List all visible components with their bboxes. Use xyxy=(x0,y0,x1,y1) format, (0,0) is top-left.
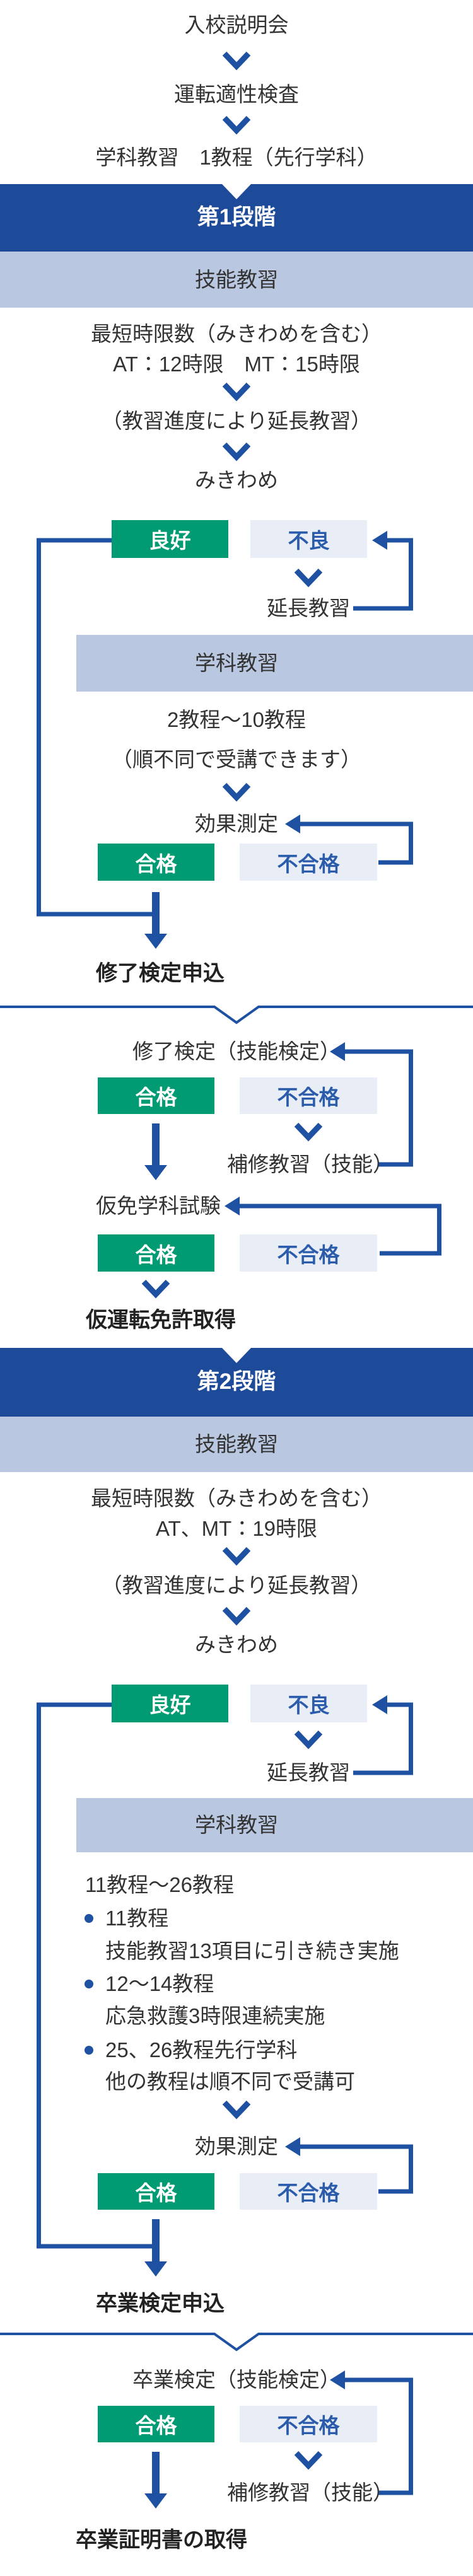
stage1-banner-label: 第1段階 xyxy=(197,205,276,229)
graduation-exam-apply-label: 卒業検定申込 xyxy=(96,2292,225,2316)
stage1-courses-line1: 2教程〜10教程 xyxy=(166,708,307,731)
down-arrow-stem xyxy=(152,2219,160,2261)
left-arrow-icon xyxy=(372,1695,387,1714)
bullet-icon xyxy=(85,2046,93,2055)
chevron-down-icon xyxy=(294,1122,323,1142)
stage2-skill-banner-label: 技能教習 xyxy=(195,1432,278,1456)
graduation-exam-pass-box: 合格 xyxy=(98,2406,214,2442)
step-aptitude-test: 運転適性検査 xyxy=(174,83,299,106)
chevron-down-icon xyxy=(222,1546,251,1566)
written-exam-title: 仮免学科試験 xyxy=(96,1194,221,1217)
stage1-pass-box: 合格 xyxy=(98,844,214,881)
left-arrow-icon xyxy=(372,531,387,550)
chevron-down-icon xyxy=(222,382,251,402)
stage2-extension-note: （教習進度により延長教習） xyxy=(101,1574,372,1597)
final-remedial-training-label: 補修教習（技能） xyxy=(227,2481,394,2504)
left-arrow-icon xyxy=(225,1197,240,1215)
step-entrance-briefing: 入校説明会 xyxy=(184,13,289,37)
chevron-down-icon xyxy=(294,2451,323,2470)
stage1-skill-banner-label: 技能教習 xyxy=(195,268,278,291)
stage2-effect-test-label: 効果測定 xyxy=(195,2135,278,2158)
stage2-pass-box: 合格 xyxy=(98,2173,214,2210)
bullet-2-desc: 応急救護3時限連続実施 xyxy=(105,2004,325,2028)
stage1-academic-banner-label: 学科教習 xyxy=(195,651,278,675)
written-exam-fail-box: 不合格 xyxy=(240,1234,377,1272)
down-arrow-stem xyxy=(152,2452,160,2495)
down-arrow-icon xyxy=(144,934,167,949)
stage2-academic-banner-label: 学科教習 xyxy=(195,1813,278,1836)
chevron-down-icon xyxy=(222,51,251,71)
down-arrow-stem xyxy=(152,892,160,934)
stage1-bad-box: 不良 xyxy=(250,520,367,558)
bullet-1-desc: 技能教習13項目に引き続き実施 xyxy=(105,1939,399,1963)
stage2-fail-box: 不合格 xyxy=(240,2173,377,2210)
down-arrow-icon xyxy=(144,2261,167,2277)
chevron-down-icon xyxy=(222,2100,251,2120)
stage2-courses-title: 11教程〜26教程 xyxy=(85,1873,234,1896)
step-first-lecture: 学科教習 1教程（先行学科） xyxy=(95,146,378,169)
provisional-license-label: 仮運転免許取得 xyxy=(86,1308,236,1332)
bullet-3-desc: 他の教程は順不同で受講可 xyxy=(105,2070,355,2093)
chevron-down-icon xyxy=(222,1606,251,1626)
stage1-effect-test-label: 効果測定 xyxy=(195,812,278,835)
completion-exam-pass-box: 合格 xyxy=(98,1077,214,1114)
down-arrow-stem xyxy=(152,1123,160,1166)
chevron-down-icon xyxy=(141,1279,170,1299)
stage1-hours-line2: AT：12時限 MT：15時限 xyxy=(113,352,360,376)
chevron-down-icon xyxy=(294,568,323,588)
stage2-extension-label: 延長教習 xyxy=(267,1761,350,1784)
completion-exam-apply-label: 修了検定申込 xyxy=(96,961,225,985)
remedial-training-label: 補修教習（技能） xyxy=(227,1152,394,1176)
stage2-good-box: 良好 xyxy=(112,1685,228,1722)
chevron-down-icon xyxy=(222,782,251,802)
stage1-hours-line1: 最短時限数（みきわめを含む） xyxy=(91,322,382,345)
bullet-icon xyxy=(85,1914,93,1923)
stage1-assessment-label: みきわめ xyxy=(195,468,278,492)
stage1-extension-note: （教習進度により延長教習） xyxy=(101,409,372,432)
section-divider xyxy=(0,1006,473,1024)
completion-exam-title: 修了検定（技能検定） xyxy=(132,1040,341,1063)
stage2-skill-banner xyxy=(0,1417,473,1472)
graduation-exam-title: 卒業検定（技能検定） xyxy=(132,2368,341,2391)
stage1-extension-label: 延長教習 xyxy=(267,596,350,620)
chevron-down-icon xyxy=(222,115,251,135)
graduation-exam-fail-box: 不合格 xyxy=(240,2406,377,2442)
graduation-certificate-label: 卒業証明書の取得 xyxy=(76,2528,247,2552)
stage2-hours-line2: AT、MT：19時限 xyxy=(155,1517,318,1540)
stage2-bad-box: 不良 xyxy=(250,1685,367,1722)
chevron-down-icon xyxy=(294,1730,323,1749)
bullet-2-title: 12〜14教程 xyxy=(105,1972,214,1995)
stage1-fail-box: 不合格 xyxy=(240,844,377,881)
bullet-icon xyxy=(85,1980,93,1988)
stage1-good-box: 良好 xyxy=(112,520,228,558)
chevron-down-icon xyxy=(222,442,251,461)
written-exam-pass-box: 合格 xyxy=(98,1234,214,1272)
stage2-banner-label: 第2段階 xyxy=(197,1369,276,1394)
stage1-skill-banner xyxy=(0,252,473,308)
stage2-hours-line1: 最短時限数（みきわめを含む） xyxy=(91,1487,382,1510)
stage2-assessment-label: みきわめ xyxy=(195,1633,278,1656)
stage1-courses-line2: （順不同で受講できます） xyxy=(112,748,361,771)
down-arrow-icon xyxy=(144,2493,167,2509)
bullet-1-title: 11教程 xyxy=(105,1906,169,1930)
section-divider xyxy=(0,2333,473,2352)
completion-exam-fail-box: 不合格 xyxy=(240,1077,377,1114)
bullet-3-title: 25、26教程先行学科 xyxy=(105,2038,298,2062)
down-arrow-icon xyxy=(144,1165,167,1180)
